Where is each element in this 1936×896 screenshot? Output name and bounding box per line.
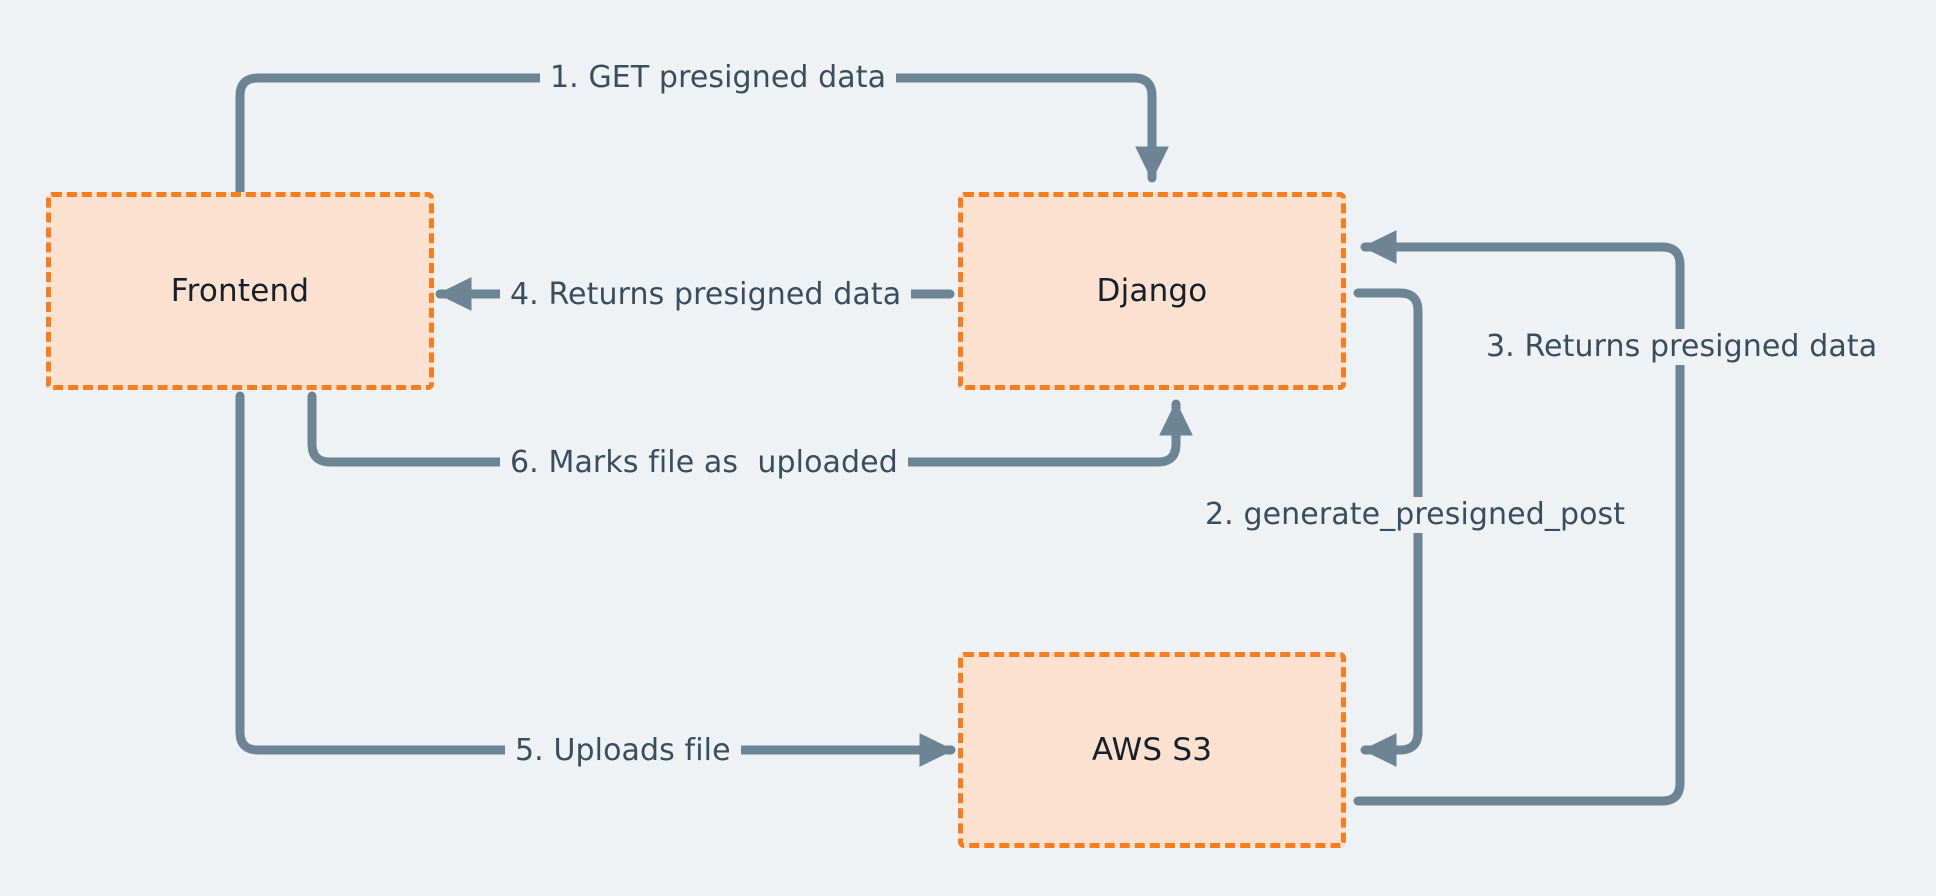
node-frontend-label: Frontend	[170, 273, 310, 309]
edge-path-3	[1353, 230, 1685, 806]
edge-label-4: 4. Returns presigned data	[500, 277, 912, 313]
edge-path-5	[235, 391, 956, 767]
node-aws-s3[interactable]: AWS S3	[958, 652, 1346, 848]
node-django[interactable]: Django	[958, 192, 1346, 390]
node-frontend[interactable]: Frontend	[46, 192, 434, 390]
edge-label-1: 1. GET presigned data	[540, 60, 897, 96]
edge-label-6: 6. Marks file as uploaded	[500, 445, 908, 481]
node-django-label: Django	[1096, 273, 1208, 309]
edge-label-3: 3. Returns presigned data	[1476, 329, 1888, 365]
edge-label-5: 5. Uploads file	[505, 733, 741, 769]
node-aws-s3-label: AWS S3	[1091, 732, 1213, 768]
edge-label-2: 2. generate_presigned_post	[1195, 497, 1636, 533]
